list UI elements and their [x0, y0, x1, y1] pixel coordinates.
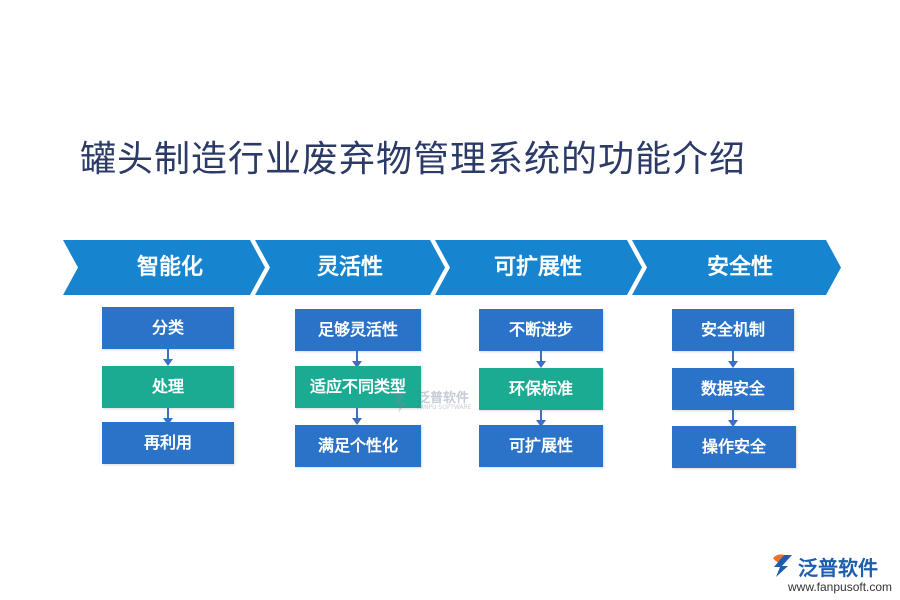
- chevron-header-3: [435, 240, 642, 295]
- box-continuous-progress: 不断进步: [479, 309, 603, 351]
- box-sort: 分类: [102, 307, 234, 349]
- watermark-logo-icon: [395, 393, 407, 413]
- box-process: 处理: [102, 366, 234, 408]
- chevron-header-2: [255, 240, 445, 295]
- chevron-label-intelligent: 智能化: [136, 255, 203, 280]
- chevron-label-flexibility: 灵活性: [316, 255, 383, 280]
- logo-name: 泛普软件: [798, 556, 878, 580]
- box-enough-flexibility: 足够灵活性: [295, 309, 421, 351]
- watermark-subtext: FANPU SOFTWARE: [417, 404, 472, 411]
- box-security-mechanism: 安全机制: [672, 309, 794, 351]
- box-adapt-types: 适应不同类型: [295, 366, 421, 408]
- chevron-label-scalability: 可扩展性: [493, 255, 582, 280]
- box-scalability: 可扩展性: [479, 425, 603, 467]
- box-reuse: 再利用: [102, 422, 234, 464]
- logo-url: www.fanpusoft.com: [788, 580, 893, 594]
- box-data-security: 数据安全: [672, 368, 794, 410]
- watermark-text: 泛普软件: [417, 391, 470, 406]
- chevron-header-4: [632, 240, 841, 295]
- box-eco-standard: 环保标准: [479, 368, 603, 410]
- box-operation-security: 操作安全: [672, 426, 796, 468]
- page-title: 罐头制造行业废弃物管理系统的功能介绍: [80, 139, 747, 180]
- box-personalize: 满足个性化: [295, 425, 421, 467]
- brand-logo: 泛普软件 www.fanpusoft.com: [770, 552, 895, 597]
- fanpu-logo-icon: [773, 554, 792, 577]
- chevron-header-1: [63, 240, 265, 295]
- watermark: 泛普软件 FANPU SOFTWARE: [393, 387, 513, 417]
- chevron-label-security: 安全性: [706, 255, 773, 280]
